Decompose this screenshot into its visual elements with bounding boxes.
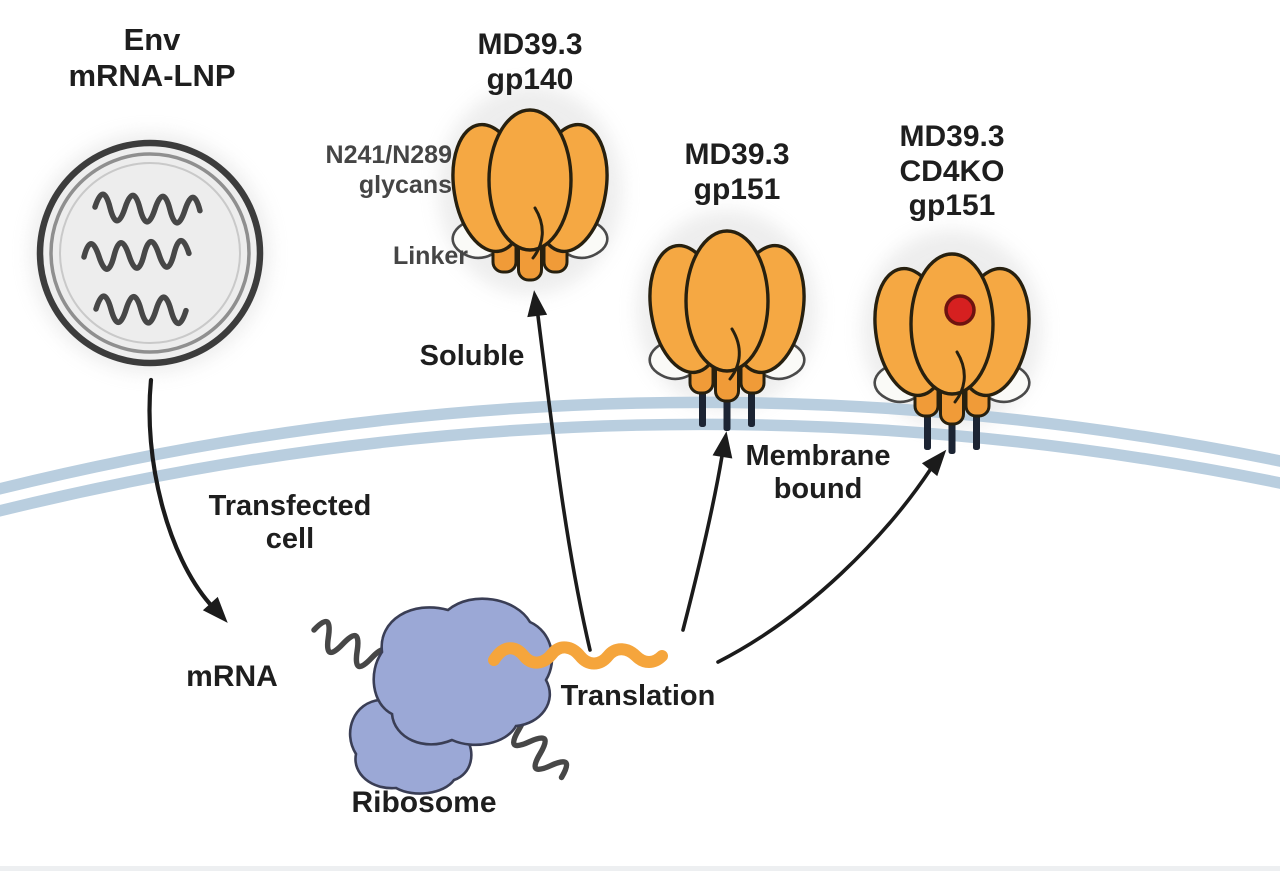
- translation-label: Translation: [560, 680, 716, 712]
- mrna-label: mRNA: [186, 660, 278, 693]
- soluble-label: Soluble: [419, 340, 525, 372]
- cd4ko-gp151-label: MD39.3 CD4KO gp151: [899, 120, 1005, 222]
- lnp-outer-ring: [36, 139, 264, 367]
- bottom-edge-strip: [0, 866, 1280, 871]
- lnp-inner-ring: [59, 162, 241, 344]
- lnp-mid-ring: [49, 152, 251, 354]
- membrane-bound-label: Membrane bound: [745, 440, 891, 506]
- transfected-cell-label: Transfected cell: [208, 490, 372, 556]
- lnp-particle: [36, 139, 264, 367]
- ribosome-label: Ribosome: [351, 786, 497, 819]
- lnp-halo: [30, 133, 270, 373]
- linker-label: Linker: [392, 242, 468, 270]
- gp151-label: MD39.3 gp151: [684, 138, 790, 206]
- lnp-mrna-waves: [81, 191, 203, 327]
- cell-membrane: [0, 396, 1280, 517]
- membrane-bound-arrow-left: [681, 431, 733, 632]
- env-mrna-lnp-label: Env mRNA-LNP: [68, 22, 236, 93]
- cd4ko-mutation-dot: [944, 294, 976, 326]
- nascent-protein-chain: [488, 641, 668, 670]
- gp140-trimer: [442, 108, 618, 282]
- soluble-arrow: [527, 290, 592, 652]
- gp140-label: MD39.3 gp140: [477, 28, 583, 96]
- cd4ko-gp151-trimer: [864, 252, 1040, 454]
- glycans-label: N241/N289 glycans: [325, 141, 452, 199]
- ribosome-shape: [348, 597, 554, 795]
- membrane-bound-arrow-right: [716, 449, 947, 664]
- transfection-arrow: [147, 377, 228, 623]
